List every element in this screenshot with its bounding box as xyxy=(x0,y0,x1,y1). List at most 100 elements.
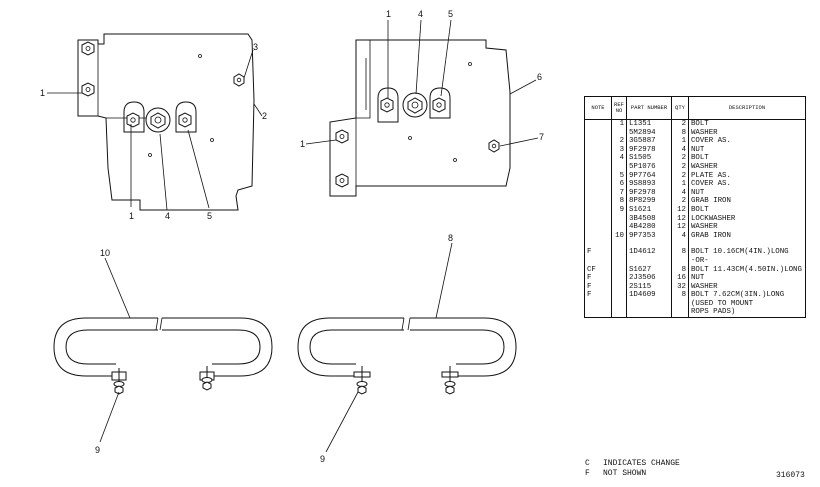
bracket-bolt-icon xyxy=(335,173,349,188)
row-qty: 12 xyxy=(671,205,689,215)
row-part-number: S1621 xyxy=(626,205,672,215)
row-ref xyxy=(611,291,627,300)
row-note: F xyxy=(584,291,612,300)
callouts-bottom-right: 8 9 xyxy=(320,233,453,464)
mount-bolt-icon xyxy=(199,366,215,391)
row-description: BOLT 10.16CM(4IN.)LONG xyxy=(688,248,806,257)
table-row: -OR- xyxy=(584,256,806,266)
callout-label: 9 xyxy=(320,454,325,464)
row-part-number: 2S115 xyxy=(626,282,672,292)
plate-bolt-icon xyxy=(175,101,197,133)
row-ref xyxy=(611,308,627,318)
row-note xyxy=(584,154,612,163)
callout-label: 5 xyxy=(207,211,212,221)
callouts-top-left: 1 1 4 5 3 2 xyxy=(40,42,267,221)
row-description: NUT xyxy=(688,145,806,155)
row-note xyxy=(584,214,612,224)
row-qty: 4 xyxy=(671,231,689,241)
row-qty: 2 xyxy=(671,162,689,172)
row-qty: 8 xyxy=(671,248,689,257)
row-description: WASHER xyxy=(688,128,806,138)
header-ref: REF NO xyxy=(611,96,627,120)
callouts-bottom-left: 10 9 xyxy=(95,248,110,455)
row-note xyxy=(584,256,612,266)
table-header-row: NOTE REF NO PART NUMBER QTY DESCRIPTION xyxy=(584,96,806,120)
row-part-number: S1505 xyxy=(626,154,672,163)
row-description: NUT xyxy=(688,188,806,198)
row-part-number: 5M2894 xyxy=(626,128,672,138)
row-qty: 2 xyxy=(671,197,689,206)
row-part-number: 2J3506 xyxy=(626,274,672,283)
table-row: ROPS PADS) xyxy=(584,308,806,318)
row-note xyxy=(584,162,612,172)
row-qty: 16 xyxy=(671,274,689,283)
callout-label: 4 xyxy=(165,211,170,221)
row-ref: 3 xyxy=(611,145,627,155)
callout-label: 4 xyxy=(418,9,423,19)
row-part-number: 3B4508 xyxy=(626,214,672,224)
row-ref: 4 xyxy=(611,154,627,163)
callout-label: 1 xyxy=(40,88,45,98)
nut-icon xyxy=(488,139,500,153)
row-qty: 4 xyxy=(671,188,689,198)
callout-label: 9 xyxy=(95,445,100,455)
row-part-number: S1627 xyxy=(626,265,672,275)
row-part-number: 9F2978 xyxy=(626,188,672,198)
row-qty: 1 xyxy=(671,137,689,146)
grab-iron-right xyxy=(297,242,517,453)
row-description: BOLT xyxy=(688,154,806,163)
callout-label: 6 xyxy=(537,72,542,82)
legend-text: INDICATES CHANGE xyxy=(603,459,680,468)
row-ref xyxy=(611,274,627,283)
row-part-number: 5P1076 xyxy=(626,162,672,172)
row-ref: 2 xyxy=(611,137,627,146)
row-description: BOLT xyxy=(688,119,806,129)
washer-bolt-icon xyxy=(402,92,428,118)
callout-label: 10 xyxy=(100,248,110,258)
row-qty: 8 xyxy=(671,291,689,300)
row-qty: 32 xyxy=(671,282,689,292)
row-description: BOLT xyxy=(688,205,806,215)
row-note xyxy=(584,119,612,129)
plate-bolt-icon xyxy=(429,87,451,119)
row-note xyxy=(584,205,612,215)
row-description: COVER AS. xyxy=(688,180,806,189)
row-description: BOLT 7.62CM(3IN.)LONG xyxy=(688,291,806,300)
row-part-number: 9S8893 xyxy=(626,180,672,189)
row-ref: 6 xyxy=(611,180,627,189)
row-description: GRAB IRON xyxy=(688,231,806,241)
mount-bolt-icon xyxy=(353,366,371,395)
row-description: -OR- xyxy=(688,256,806,266)
row-ref xyxy=(611,256,627,266)
mount-bolt-icon xyxy=(441,366,459,395)
legend-text: NOT SHOWN xyxy=(603,469,647,478)
row-note: F xyxy=(584,274,612,283)
row-qty xyxy=(671,299,689,309)
row-qty: 4 xyxy=(671,145,689,155)
callout-label: 1 xyxy=(129,211,134,221)
plate-bolt-icon xyxy=(123,101,145,133)
row-ref: 9 xyxy=(611,205,627,215)
row-qty: 12 xyxy=(671,214,689,224)
row-note: CF xyxy=(584,265,612,275)
row-part-number: 9F2978 xyxy=(626,145,672,155)
row-note xyxy=(584,171,612,181)
row-note xyxy=(584,223,612,232)
callout-label: 8 xyxy=(448,233,453,243)
row-note xyxy=(584,197,612,206)
row-ref xyxy=(611,265,627,275)
